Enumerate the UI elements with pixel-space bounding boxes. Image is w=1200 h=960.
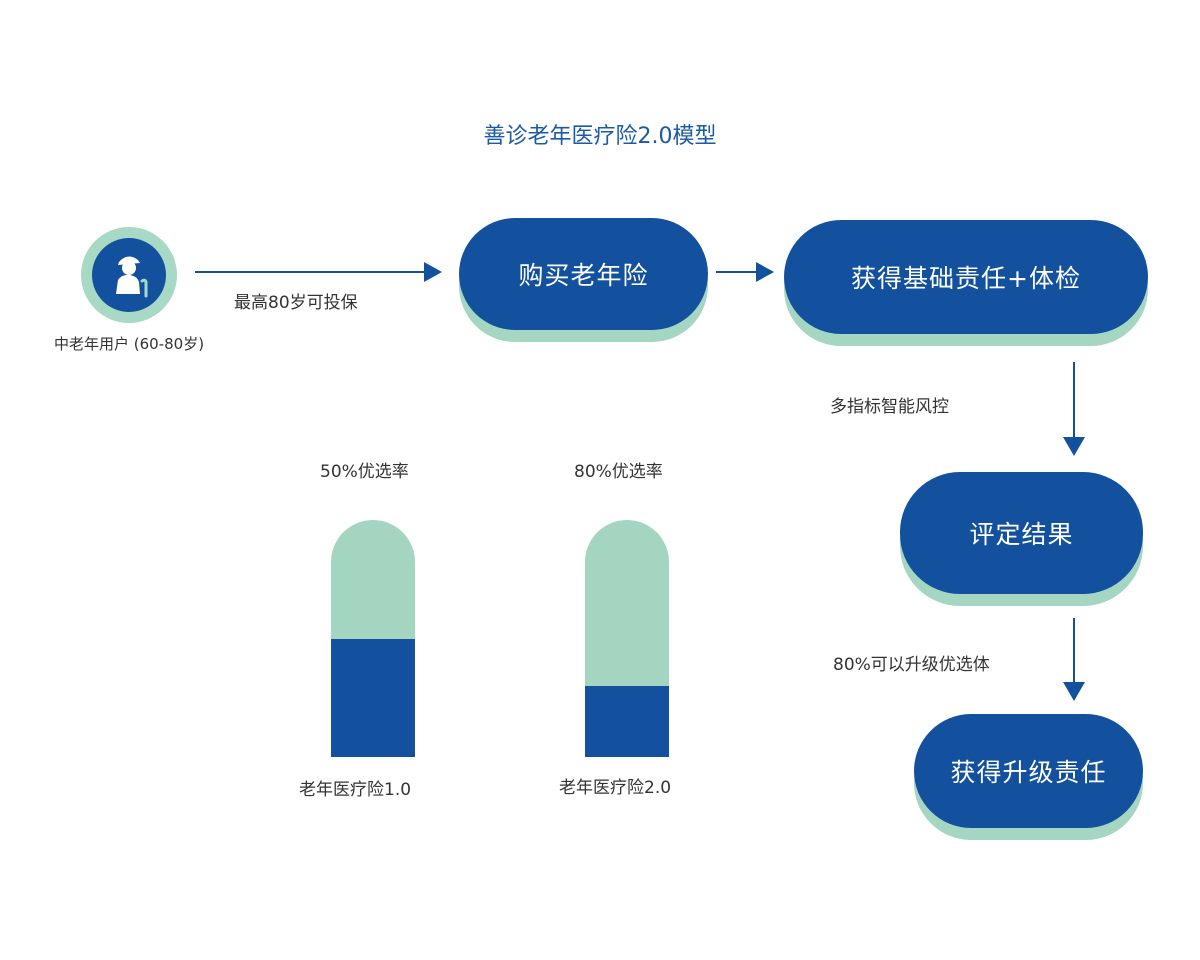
bar-v1-fill	[331, 638, 415, 757]
arrow-user-to-buy	[195, 262, 442, 282]
bar-name-v2: 老年医疗险2.0	[559, 778, 672, 798]
edge-label-basic-to-evaluate: 多指标智能风控	[830, 397, 949, 417]
step-upgrade-label: 获得升级责任	[914, 714, 1143, 828]
arrow-evaluate-to-upgrade	[1063, 618, 1085, 701]
bar-name-v1: 老年医疗险1.0	[299, 780, 412, 800]
step-evaluate: 评定结果	[900, 472, 1143, 606]
rate-label-v2: 80%优选率	[574, 462, 663, 482]
step-basic-label: 获得基础责任+体检	[784, 220, 1148, 334]
arrow-basic-to-evaluate	[1063, 362, 1085, 456]
step-evaluate-label: 评定结果	[900, 472, 1143, 594]
step-basic: 获得基础责任+体检	[784, 220, 1148, 346]
user-label: 中老年用户 (60-80岁)	[54, 335, 205, 353]
elderly-person-icon	[92, 238, 166, 312]
edge-label-evaluate-to-upgrade: 80%可以升级优选体	[833, 655, 990, 675]
rate-label-v1: 50%优选率	[320, 462, 409, 482]
edge-label-user-to-buy: 最高80岁可投保	[234, 293, 358, 313]
bar-v1	[331, 520, 415, 757]
user-avatar	[81, 227, 177, 323]
step-buy: 购买老年险	[459, 218, 708, 342]
step-upgrade: 获得升级责任	[914, 714, 1143, 840]
diagram-title: 善诊老年医疗险2.0模型	[483, 124, 717, 149]
arrow-buy-to-basic	[716, 262, 774, 282]
step-buy-label: 购买老年险	[459, 218, 708, 330]
bar-v2	[585, 520, 669, 757]
bar-v2-fill	[585, 685, 669, 757]
